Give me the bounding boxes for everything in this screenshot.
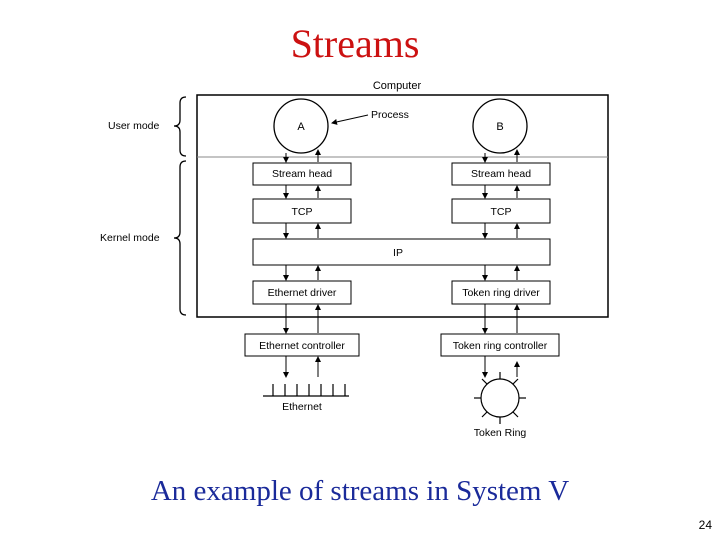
page-number: 24: [698, 518, 712, 532]
tcp-left-box: [252, 198, 352, 224]
slide-caption: An example of streams in System V: [150, 475, 570, 507]
process-b-label: B: [496, 121, 503, 133]
user-mode-label: User mode: [108, 120, 160, 132]
streams-diagram: Computer User mode Kernel mode A B Proce…: [100, 80, 609, 439]
stream-head-left-box: [252, 162, 352, 186]
process-b-circle: [472, 98, 528, 154]
computer-box: [196, 94, 609, 318]
token-ring-driver-label: Token ring driver: [462, 287, 540, 299]
right-stack-arrows: [482, 149, 520, 378]
process-a-circle: [273, 98, 329, 154]
computer-label: Computer: [373, 80, 422, 92]
stream-head-left-label: Stream head: [272, 168, 332, 180]
stream-head-right-box: [451, 162, 551, 186]
left-stack-arrows: [283, 149, 321, 378]
tcp-right-box: [451, 198, 551, 224]
token-ring-controller-box: [440, 333, 560, 357]
tcp-left-label: TCP: [292, 206, 313, 218]
token-ring-icon: [474, 372, 526, 424]
tcp-right-label: TCP: [491, 206, 512, 218]
ip-label: IP: [393, 247, 403, 259]
process-a-label: A: [297, 121, 305, 133]
kernel-mode-label: Kernel mode: [100, 232, 160, 244]
token-ring-label: Token Ring: [474, 427, 527, 439]
token-ring-driver-box: [451, 280, 551, 305]
user-mode-brace: [173, 96, 187, 157]
stream-head-right-label: Stream head: [471, 168, 531, 180]
process-pointer-arrow: [331, 114, 369, 125]
token-ring-controller-label: Token ring controller: [453, 340, 548, 352]
ip-box: [252, 238, 551, 266]
process-label: Process: [371, 109, 409, 121]
kernel-mode-brace: [173, 160, 187, 316]
ethernet-driver-label: Ethernet driver: [268, 287, 337, 299]
ethernet-driver-box: [252, 280, 352, 305]
ethernet-bus: [263, 384, 349, 397]
ethernet-controller-label: Ethernet controller: [259, 340, 345, 352]
slide-title: Streams: [290, 21, 420, 66]
ethernet-controller-box: [244, 333, 360, 357]
ethernet-label: Ethernet: [282, 401, 322, 413]
